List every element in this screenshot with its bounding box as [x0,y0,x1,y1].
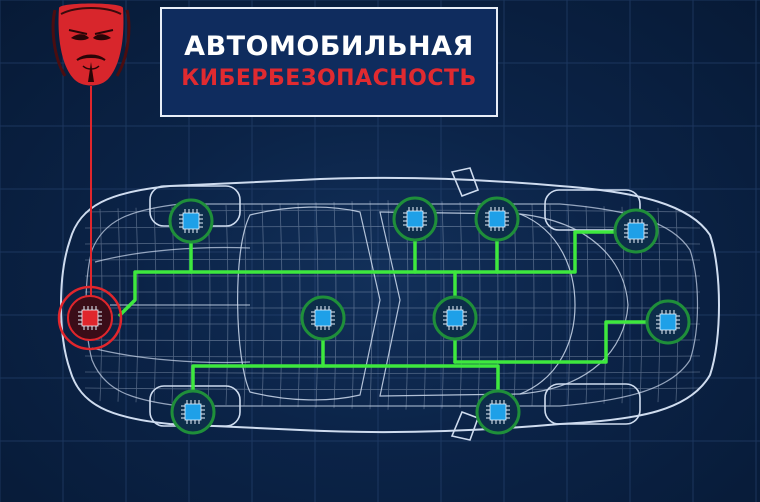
chip-icon [179,209,203,233]
title-line-1: АВТОМОБИЛЬНАЯ [184,31,474,62]
ecu-rear-right-wheel-node [475,389,521,435]
chip-icon [656,310,680,334]
car-wireframe [60,167,720,441]
ecu-rear-right-node [613,208,659,254]
chip-icon [78,306,102,330]
ecu-nodes [57,196,691,435]
car-hood-lines [91,246,251,364]
chip-icon [443,306,467,330]
car-mirror-bottom [450,410,480,441]
car-mirror-top [450,167,480,198]
car-windshield [237,206,381,401]
ecu-roof-b-node [474,196,520,242]
chip-icon [624,219,648,243]
wire-main-bus [118,230,638,317]
title-line-2: КИБЕРБЕЗОПАСНОСТЬ [181,66,477,91]
ecu-front-left-wheel-node [168,198,214,244]
wire-lower-bus [191,364,500,414]
hacker-mask-icon [51,3,131,86]
car-roof [379,211,576,397]
ecu-center-node [432,295,478,341]
car-body-outline [60,177,720,433]
ecu-front-right-wheel-node [170,389,216,435]
car-inner-edge [85,203,699,407]
ecu-roof-a-node [392,196,438,242]
chip-icon [485,207,509,231]
ecu-obd-port-node [57,285,123,351]
chip-icon [181,400,205,424]
title-banner: АВТОМОБИЛЬНАЯ КИБЕРБЕЗОПАСНОСТЬ [160,7,498,117]
chip-icon [311,306,335,330]
wheel-rear-bottom [544,383,641,425]
wire-rear-right [453,320,670,364]
ecu-center-left-node [300,295,346,341]
chip-icon [486,400,510,424]
chip-icon [403,207,427,231]
ecu-rear-center-node [645,299,691,345]
